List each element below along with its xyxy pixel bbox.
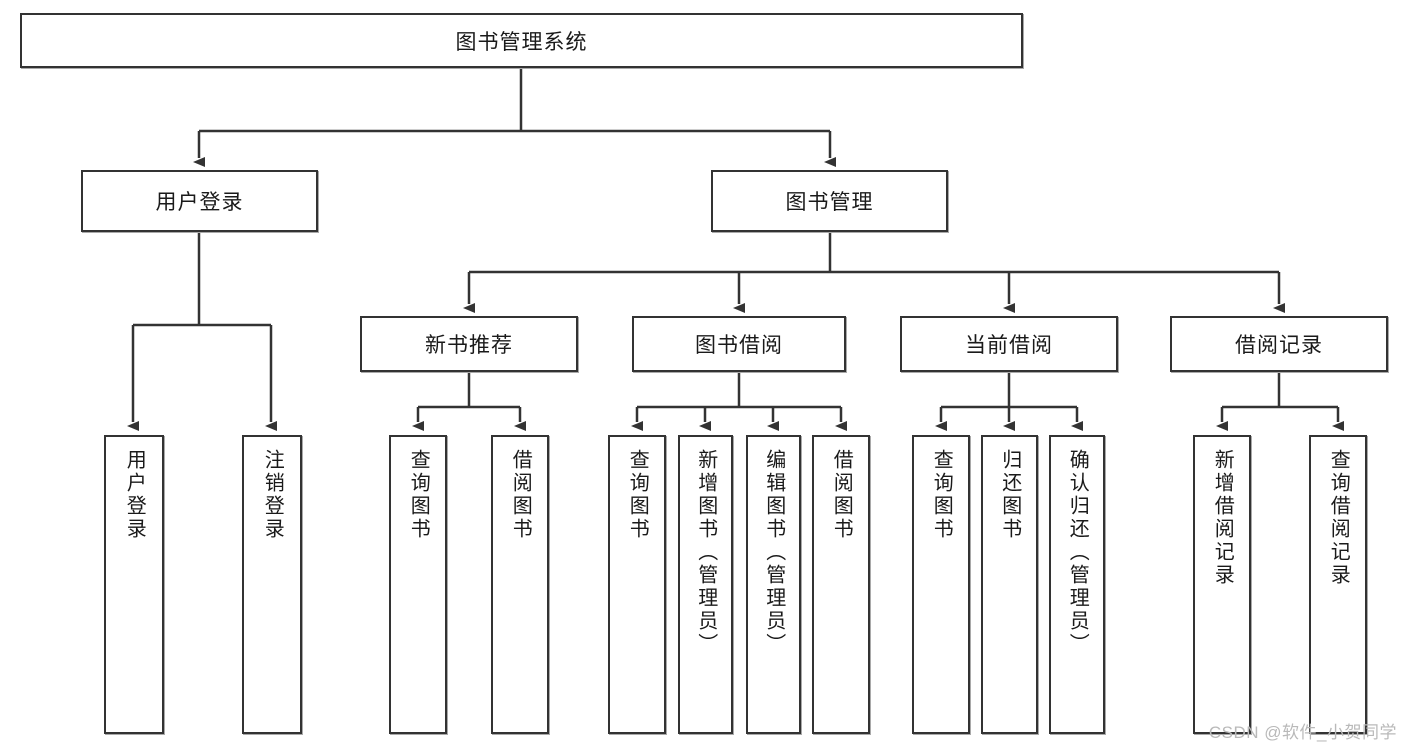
node-borrow-record-label: 借阅记录 [1235, 334, 1323, 357]
node-leaf-borrow-book-1[interactable]: 借阅图书 [491, 435, 549, 734]
node-root-label: 图书管理系统 [455, 30, 588, 54]
node-book-manage[interactable]: 图书管理 [711, 170, 948, 232]
node-current-borrow-label: 当前借阅 [965, 334, 1053, 357]
node-leaf-query-book-1[interactable]: 查询图书 [389, 435, 447, 734]
node-leaf-query-book-2-label: 查询图书 [626, 449, 649, 541]
node-leaf-confirm-return[interactable]: 确认归还（管理员） [1049, 435, 1105, 734]
node-book-borrow[interactable]: 图书借阅 [632, 316, 846, 372]
node-new-book-recommend[interactable]: 新书推荐 [360, 316, 578, 372]
node-leaf-query-book-1-label: 查询图书 [407, 449, 430, 541]
node-book-manage-label: 图书管理 [785, 191, 874, 214]
node-leaf-add-book[interactable]: 新增图书（管理员） [678, 435, 733, 734]
node-leaf-edit-book[interactable]: 编辑图书（管理员） [746, 435, 801, 734]
node-leaf-return-book-label: 归还图书 [998, 449, 1021, 541]
node-leaf-confirm-return-label: 确认归还（管理员） [1066, 449, 1089, 656]
node-leaf-query-record-label: 查询借阅记录 [1327, 449, 1350, 587]
node-user-login[interactable]: 用户登录 [81, 170, 318, 232]
node-leaf-query-book-3[interactable]: 查询图书 [912, 435, 970, 734]
node-leaf-user-login-label: 用户登录 [123, 449, 146, 541]
node-borrow-record[interactable]: 借阅记录 [1170, 316, 1388, 372]
node-leaf-logout-login[interactable]: 注销登录 [242, 435, 302, 734]
node-root[interactable]: 图书管理系统 [20, 13, 1023, 68]
node-leaf-user-login[interactable]: 用户登录 [104, 435, 164, 734]
node-leaf-add-record-label: 新增借阅记录 [1211, 449, 1234, 587]
node-user-login-label: 用户登录 [155, 191, 244, 214]
node-leaf-query-book-3-label: 查询图书 [930, 449, 953, 541]
watermark: CSDN @软件_小贺同学 [1208, 723, 1397, 742]
node-leaf-return-book[interactable]: 归还图书 [981, 435, 1038, 734]
node-current-borrow[interactable]: 当前借阅 [900, 316, 1118, 372]
node-leaf-add-record[interactable]: 新增借阅记录 [1193, 435, 1251, 734]
node-leaf-query-record[interactable]: 查询借阅记录 [1309, 435, 1367, 734]
node-leaf-edit-book-label: 编辑图书（管理员） [762, 449, 785, 656]
node-book-borrow-label: 图书借阅 [695, 334, 783, 357]
node-leaf-borrow-book-1-label: 借阅图书 [509, 449, 532, 541]
node-leaf-add-book-label: 新增图书（管理员） [694, 449, 717, 656]
node-leaf-logout-login-label: 注销登录 [261, 449, 284, 541]
node-leaf-borrow-book-2-label: 借阅图书 [830, 449, 853, 541]
node-leaf-query-book-2[interactable]: 查询图书 [608, 435, 666, 734]
node-leaf-borrow-book-2[interactable]: 借阅图书 [812, 435, 870, 734]
node-new-book-recommend-label: 新书推荐 [425, 334, 513, 357]
